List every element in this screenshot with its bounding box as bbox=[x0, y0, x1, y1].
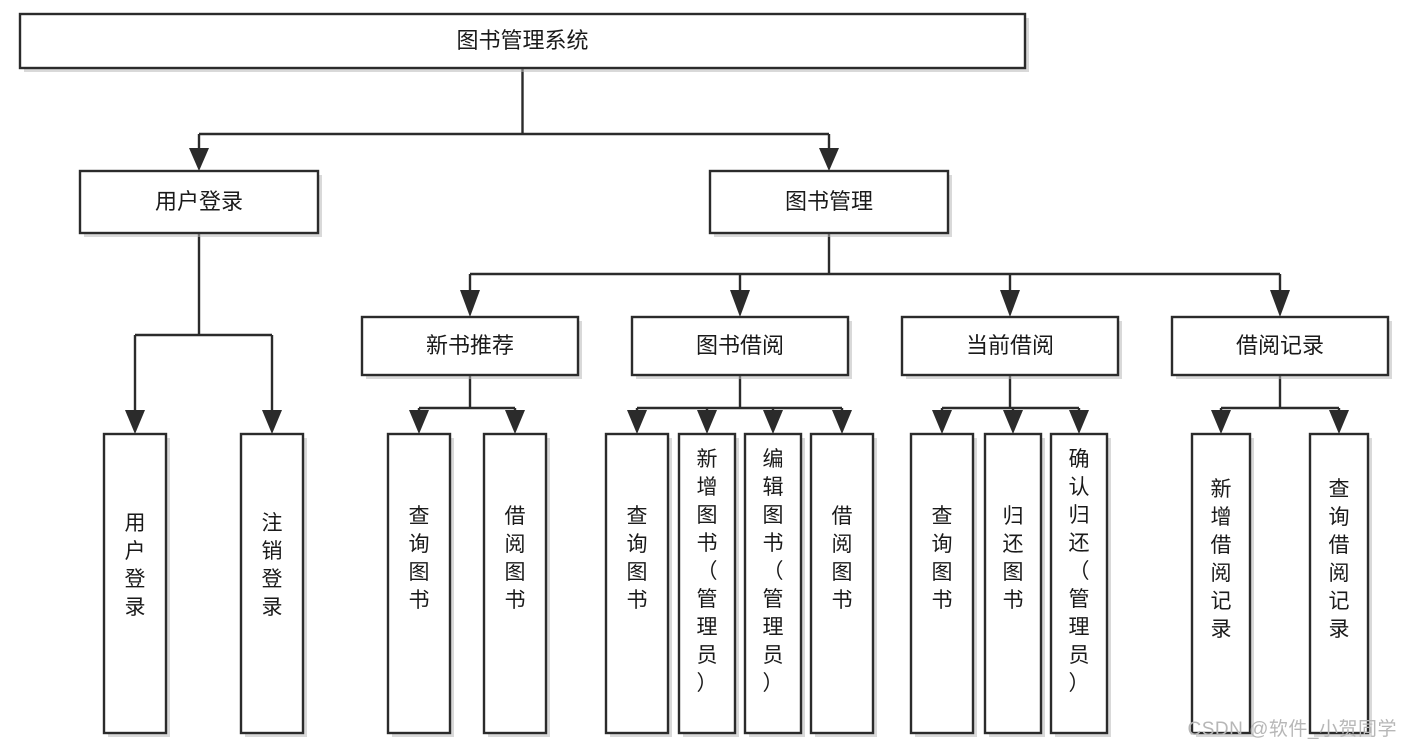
arrow-head-leaf-add-borrow-record bbox=[1211, 410, 1231, 434]
node-leaf-logout-login[interactable]: 注销登录 bbox=[239, 432, 307, 737]
arrow-head-leaf-confirm-return-admin bbox=[1069, 410, 1089, 434]
node-new-book-recommend[interactable]: 新书推荐 bbox=[360, 315, 582, 379]
arrow-head-current-borrow bbox=[1000, 290, 1020, 317]
node-layer: 图书管理系统 用户登录 图书管理 新书推荐 bbox=[18, 12, 1392, 737]
node-leaf-return-book[interactable]: 归还图书 bbox=[983, 432, 1045, 737]
csdn-watermark: CSDN @软件_小贺同学 bbox=[1187, 719, 1397, 740]
leaf-label: 编辑图书（管理员） bbox=[763, 448, 784, 695]
node-leaf-query-book-rec[interactable]: 查询图书 bbox=[386, 432, 454, 737]
node-leaf-add-book-admin[interactable]: 新增图书（管理员） bbox=[677, 432, 739, 737]
node-root[interactable]: 图书管理系统 bbox=[18, 12, 1029, 72]
arrow-head-leaf-user-login bbox=[125, 410, 145, 434]
node-borrow-record[interactable]: 借阅记录 bbox=[1170, 315, 1392, 379]
leaf-box bbox=[909, 432, 975, 735]
leaf-label: 借阅图书 bbox=[832, 505, 853, 612]
node-user-login[interactable]: 用户登录 bbox=[78, 169, 322, 237]
arrow-head-leaf-query-book-borrow bbox=[627, 410, 647, 434]
arrow-head-leaf-borrow-book bbox=[832, 410, 852, 434]
leaf-label: 查询图书 bbox=[932, 505, 953, 612]
arrow-head-leaf-borrow-book-rec bbox=[505, 410, 525, 434]
node-leaf-query-book-borrow[interactable]: 查询图书 bbox=[604, 432, 672, 737]
borrow-record-box bbox=[1170, 315, 1390, 377]
user-login-label: 用户登录 bbox=[155, 189, 243, 214]
leaf-box bbox=[677, 432, 737, 735]
arrow-head-leaf-query-book-rec bbox=[409, 410, 429, 434]
book-borrow-box bbox=[630, 315, 850, 377]
node-current-borrow[interactable]: 当前借阅 bbox=[900, 315, 1122, 379]
book-management-label: 图书管理 bbox=[785, 189, 873, 214]
arrow-head-leaf-query-borrow-record bbox=[1329, 410, 1349, 434]
leaf-label: 用户登录 bbox=[125, 512, 146, 619]
arrow-head-new-book-recommend bbox=[460, 290, 480, 317]
node-leaf-query-borrow-record[interactable]: 查询借阅记录 bbox=[1308, 432, 1372, 737]
leaf-box bbox=[809, 432, 875, 735]
new-book-recommend-label: 新书推荐 bbox=[426, 333, 514, 358]
leaf-label: 查询图书 bbox=[409, 505, 430, 612]
node-leaf-borrow-book-rec[interactable]: 借阅图书 bbox=[482, 432, 550, 737]
leaf-label: 新增借阅记录 bbox=[1211, 478, 1232, 641]
leaf-box bbox=[743, 432, 803, 735]
book-management-box bbox=[708, 169, 950, 235]
leaf-label: 注销登录 bbox=[262, 512, 283, 619]
arrow-head-borrow-record bbox=[1270, 290, 1290, 317]
leaf-label: 确认归还（管理员） bbox=[1069, 448, 1090, 695]
leaf-label: 归还图书 bbox=[1003, 505, 1024, 612]
leaf-box bbox=[482, 432, 548, 735]
node-leaf-confirm-return-admin[interactable]: 确认归还（管理员） bbox=[1049, 432, 1111, 737]
book-borrow-label: 图书借阅 bbox=[696, 333, 784, 358]
borrow-record-label: 借阅记录 bbox=[1236, 333, 1324, 358]
arrow-head-book-management bbox=[819, 148, 839, 171]
node-leaf-borrow-book[interactable]: 借阅图书 bbox=[809, 432, 877, 737]
node-leaf-edit-book-admin[interactable]: 编辑图书（管理员） bbox=[743, 432, 805, 737]
leaf-box bbox=[239, 432, 305, 735]
leaf-label: 新增图书（管理员） bbox=[697, 448, 718, 695]
user-login-box bbox=[78, 169, 320, 235]
leaf-label: 借阅图书 bbox=[505, 505, 526, 612]
root-label: 图书管理系统 bbox=[456, 28, 588, 53]
connector-layer bbox=[125, 68, 1349, 434]
node-leaf-query-book-current[interactable]: 查询图书 bbox=[909, 432, 977, 737]
leaf-box bbox=[386, 432, 452, 735]
node-book-borrow[interactable]: 图书借阅 bbox=[630, 315, 852, 379]
node-leaf-add-borrow-record[interactable]: 新增借阅记录 bbox=[1190, 432, 1254, 737]
leaf-box bbox=[983, 432, 1043, 735]
leaf-box bbox=[102, 432, 168, 735]
arrow-head-book-borrow bbox=[730, 290, 750, 317]
leaf-box bbox=[1308, 432, 1370, 735]
node-book-management[interactable]: 图书管理 bbox=[708, 169, 952, 237]
root-box bbox=[18, 12, 1027, 70]
leaf-box bbox=[1049, 432, 1109, 735]
leaf-label: 查询借阅记录 bbox=[1329, 478, 1350, 641]
current-borrow-box bbox=[900, 315, 1120, 377]
arrow-head-leaf-add-book-admin bbox=[697, 410, 717, 434]
arrow-head-leaf-return-book bbox=[1003, 410, 1023, 434]
arrow-head-leaf-query-book-current bbox=[932, 410, 952, 434]
node-leaf-user-login[interactable]: 用户登录 bbox=[102, 432, 170, 737]
leaf-label: 查询图书 bbox=[627, 505, 648, 612]
arrow-head-user-login bbox=[189, 148, 209, 171]
arrow-head-leaf-edit-book-admin bbox=[763, 410, 783, 434]
leaf-box bbox=[1190, 432, 1252, 735]
new-book-recommend-box bbox=[360, 315, 580, 377]
current-borrow-label: 当前借阅 bbox=[966, 333, 1054, 358]
leaf-box bbox=[604, 432, 670, 735]
arrow-head-leaf-logout-login bbox=[262, 410, 282, 434]
